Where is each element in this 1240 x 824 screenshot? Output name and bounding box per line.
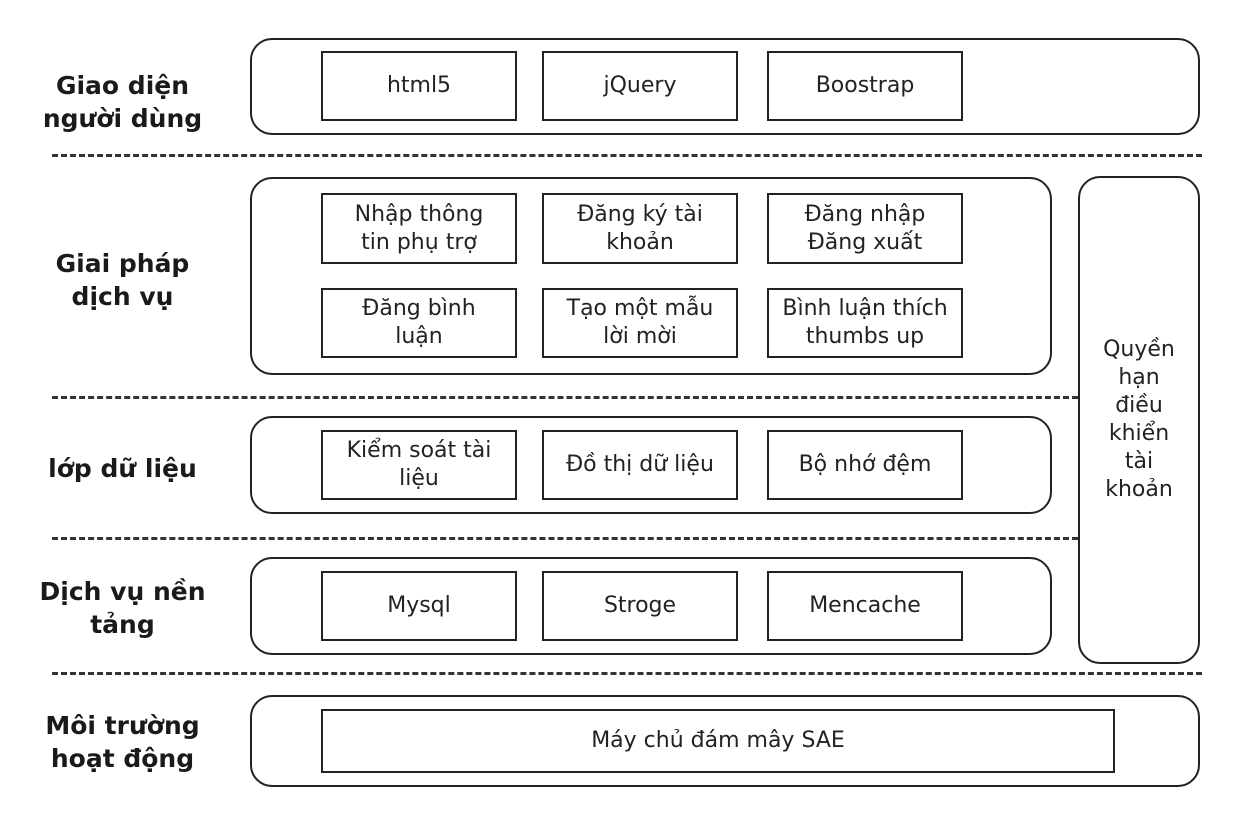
box-text: luận xyxy=(395,324,443,349)
box-text: Stroge xyxy=(603,593,677,618)
box-text: Đồ thị dữ liệu xyxy=(566,452,714,477)
panel-text: hạn xyxy=(1118,365,1160,390)
separator-line xyxy=(52,537,1078,540)
layer-label-service: Giai pháp dịch vụ xyxy=(20,230,225,330)
group-ui xyxy=(250,38,1200,135)
group-runtime xyxy=(250,695,1200,787)
box-text: html5 xyxy=(386,73,452,98)
box-text: Boostrap xyxy=(815,73,915,98)
box-cache: Bộ nhớ đệm xyxy=(767,430,963,500)
panel-text: Quyền xyxy=(1103,337,1175,362)
box-comment-like: Bình luận thích thumbs up xyxy=(767,288,963,358)
box-login-logout: Đăng nhập Đăng xuất xyxy=(767,193,963,264)
separator-line xyxy=(52,672,1202,675)
box-register: Đăng ký tài khoản xyxy=(542,193,738,264)
separator-line xyxy=(52,154,1202,157)
box-text: Nhập thông xyxy=(354,201,484,227)
box-text: Đăng xuất xyxy=(807,229,923,255)
box-text: liệu xyxy=(399,466,439,491)
box-text: jQuery xyxy=(603,73,677,98)
layer-label-line: Dịch vụ nền xyxy=(39,577,206,606)
group-data xyxy=(250,416,1052,514)
layer-label-line: người dùng xyxy=(42,104,203,133)
box-text: Đăng bình xyxy=(362,296,476,321)
box-post-comment: Đăng bình luận xyxy=(321,288,517,358)
box-data-graph: Đồ thị dữ liệu xyxy=(542,430,738,500)
layer-label-platform: Dịch vụ nền tảng xyxy=(20,558,225,658)
panel-text: tài xyxy=(1124,449,1154,474)
layer-label-line: dịch vụ xyxy=(71,282,174,311)
box-text: Mencache xyxy=(809,593,921,618)
panel-text: điều xyxy=(1115,393,1163,418)
box-text: tin phụ trợ xyxy=(361,229,477,255)
layer-label-line: Giao diện xyxy=(55,71,190,100)
layer-label-data: lớp dữ liệu xyxy=(20,440,225,496)
box-text: Bộ nhớ đệm xyxy=(798,452,932,477)
layer-label-line: Giai pháp xyxy=(55,249,190,278)
separator-line xyxy=(52,396,1078,399)
box-text: Đăng nhập xyxy=(804,201,926,227)
box-jquery: jQuery xyxy=(542,51,738,121)
box-text: Máy chủ đám mây SAE xyxy=(591,728,845,753)
layer-label-line: lớp dữ liệu xyxy=(48,453,197,483)
layer-label-line: tảng xyxy=(90,610,155,639)
box-bootstrap: Boostrap xyxy=(767,51,963,121)
box-text: khoản xyxy=(606,229,674,255)
box-text: Đăng ký tài xyxy=(577,201,703,227)
box-storage: Stroge xyxy=(542,571,738,641)
group-platform xyxy=(250,557,1052,655)
box-invite-template: Tạo một mẫu lời mời xyxy=(542,288,738,358)
layer-label-runtime: Môi trường hoạt động xyxy=(20,692,225,792)
box-text: Kiểm soát tài xyxy=(346,438,492,463)
box-mysql: Mysql xyxy=(321,571,517,641)
layer-label-line: Môi trường xyxy=(45,711,200,740)
box-text: Bình luận thích xyxy=(782,296,948,321)
box-text: lời mời xyxy=(603,324,677,349)
box-aux-info: Nhập thông tin phụ trợ xyxy=(321,193,517,264)
box-text: Tạo một mẫu xyxy=(566,296,714,321)
layer-label-line: hoạt động xyxy=(50,744,195,773)
group-service xyxy=(250,177,1052,375)
box-text: Mysql xyxy=(387,593,451,618)
box-data-control: Kiểm soát tài liệu xyxy=(321,430,517,500)
panel-text: khoản xyxy=(1105,477,1173,502)
layer-label-ui: Giao diện người dùng xyxy=(20,52,225,152)
box-text: thumbs up xyxy=(805,324,925,349)
box-sae-cloud: Máy chủ đám mây SAE xyxy=(321,709,1115,773)
panel-text: khiển xyxy=(1108,421,1170,446)
box-html5: html5 xyxy=(321,51,517,121)
account-permission-panel: Quyền hạn điều khiển tài khoản xyxy=(1078,176,1200,664)
box-memcache: Mencache xyxy=(767,571,963,641)
